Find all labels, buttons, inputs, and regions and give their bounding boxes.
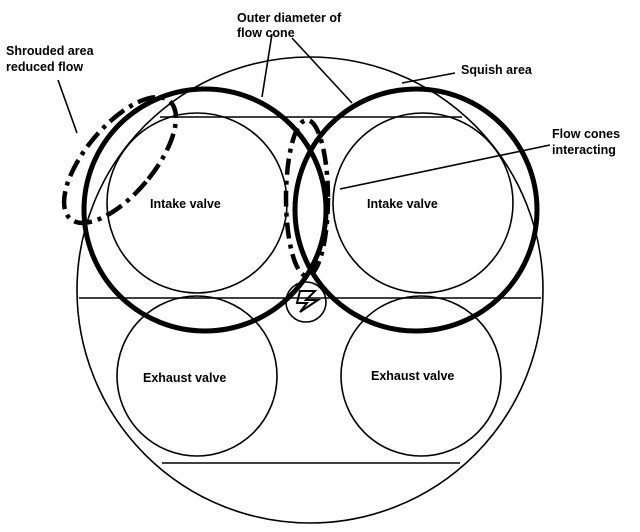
exhaust-valve-left bbox=[116, 295, 278, 457]
outer-diameter-label-line2: flow cone bbox=[237, 26, 295, 40]
exhaust-valve-left-label: Exhaust valve bbox=[143, 371, 226, 385]
squish-area-label: Squish area bbox=[461, 63, 533, 77]
spark-icon bbox=[295, 290, 322, 313]
flow-cones-label-line1: Flow cones bbox=[552, 127, 620, 141]
leader-line-flow-cones bbox=[339, 144, 551, 190]
leader-line-shrouded bbox=[57, 79, 78, 134]
intake-valve-right-label: Intake valve bbox=[367, 197, 438, 211]
leader-line-squish bbox=[291, 37, 353, 104]
outer-diameter-label-line1: Outer diameter of bbox=[237, 11, 342, 25]
flow-cones-label-line2: interacting bbox=[552, 143, 616, 157]
flow-cone-right bbox=[292, 86, 540, 334]
intake-valve-left-label: Intake valve bbox=[150, 197, 221, 211]
shrouded-area-label-line1: Shrouded area bbox=[6, 44, 95, 58]
leader-line-squish-area bbox=[401, 72, 456, 84]
exhaust-valve-right bbox=[340, 295, 502, 457]
shrouded-area-ellipse bbox=[61, 94, 179, 226]
leader-line-outer-diameter bbox=[261, 33, 273, 98]
exhaust-valve-right-label: Exhaust valve bbox=[371, 369, 454, 383]
intake-valve-right bbox=[332, 112, 514, 294]
shrouded-area-label-line2: reduced flow bbox=[6, 60, 83, 74]
interaction-zone-ellipse bbox=[283, 117, 331, 279]
